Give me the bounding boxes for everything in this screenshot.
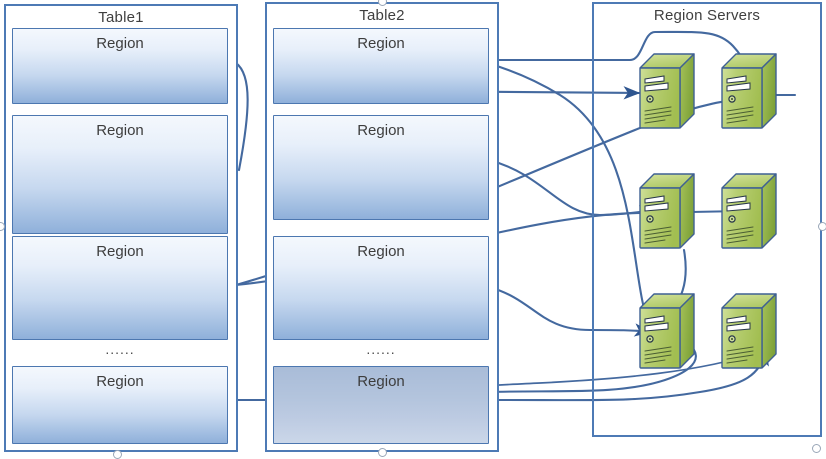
panel-table1-title: Table1 [98, 9, 144, 26]
selection-handle-corner[interactable] [812, 444, 821, 453]
table1-region-4-label: Region [96, 373, 144, 390]
server-icon-r1c2[interactable] [721, 53, 777, 129]
table2-ellipsis: ...... [366, 341, 396, 357]
server-icon-r2c1[interactable] [639, 173, 695, 249]
selection-handle-top[interactable] [378, 0, 387, 6]
table2-region-1[interactable]: Region [273, 28, 489, 104]
server-icon-r3c1[interactable] [639, 293, 695, 369]
selection-handle-right[interactable] [818, 222, 826, 231]
server-icon-r1c1[interactable] [639, 53, 695, 129]
table1-region-4[interactable]: Region [12, 366, 228, 444]
table2-region-4[interactable]: Region [273, 366, 489, 444]
table1-region-2-label: Region [96, 122, 144, 139]
table1-region-1[interactable]: Region [12, 28, 228, 104]
server-icon-r3c2[interactable] [721, 293, 777, 369]
table1-region-2[interactable]: Region [12, 115, 228, 234]
table2-region-2[interactable]: Region [273, 115, 489, 220]
table2-region-2-label: Region [357, 122, 405, 139]
panel-table2-title: Table2 [359, 7, 405, 24]
selection-handle-bottom[interactable] [378, 448, 387, 457]
panel-region-servers[interactable]: Region Servers [592, 2, 822, 437]
table2-region-4-label: Region [357, 373, 405, 390]
table2-region-3-label: Region [357, 243, 405, 260]
table2-region-3[interactable]: Region [273, 236, 489, 340]
table1-region-1-label: Region [96, 35, 144, 52]
panel-region-servers-title: Region Servers [653, 7, 761, 24]
table1-region-3-label: Region [96, 243, 144, 260]
table1-ellipsis: ...... [105, 341, 135, 357]
table2-region-1-label: Region [357, 35, 405, 52]
server-icon-r2c2[interactable] [721, 173, 777, 249]
selection-handle-left[interactable] [0, 222, 5, 231]
table1-region-3[interactable]: Region [12, 236, 228, 340]
